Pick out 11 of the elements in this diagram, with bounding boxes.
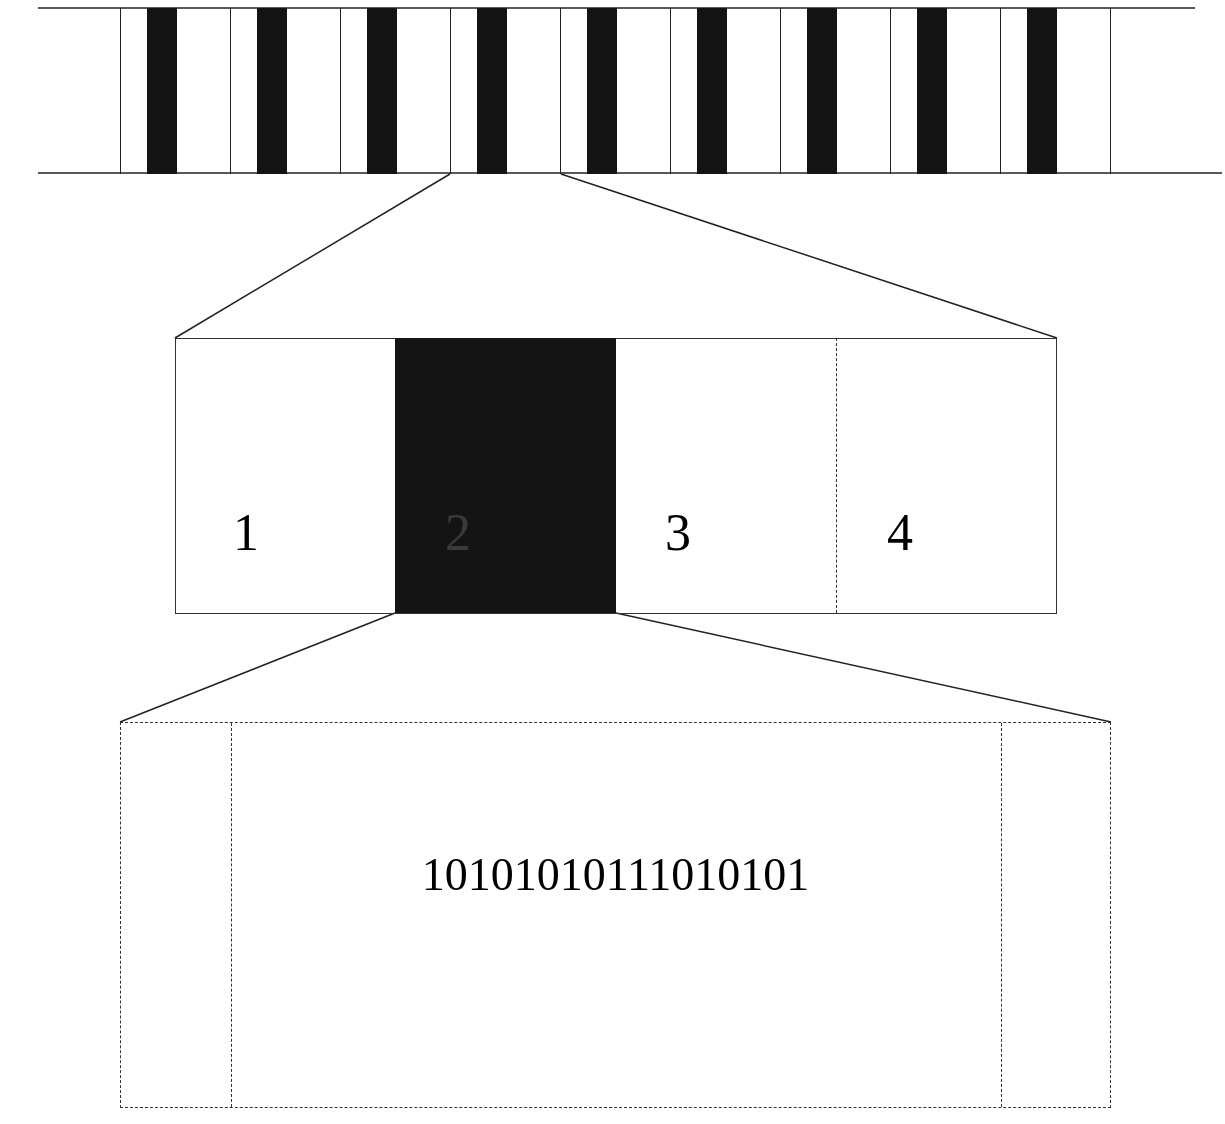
slot-number: 1 [232, 503, 260, 562]
slot-number: 4 [886, 503, 914, 562]
zoom-line [174, 173, 451, 339]
zoom-line [119, 612, 396, 723]
bit-field [120, 722, 1111, 1108]
zoom-line [560, 173, 1058, 339]
filled-subslot [395, 338, 616, 613]
bit-sequence: 10101010111010101 [420, 848, 811, 901]
expanded-slot [175, 338, 1057, 614]
zoom-line [615, 612, 1112, 723]
slot-number: 3 [664, 503, 692, 562]
